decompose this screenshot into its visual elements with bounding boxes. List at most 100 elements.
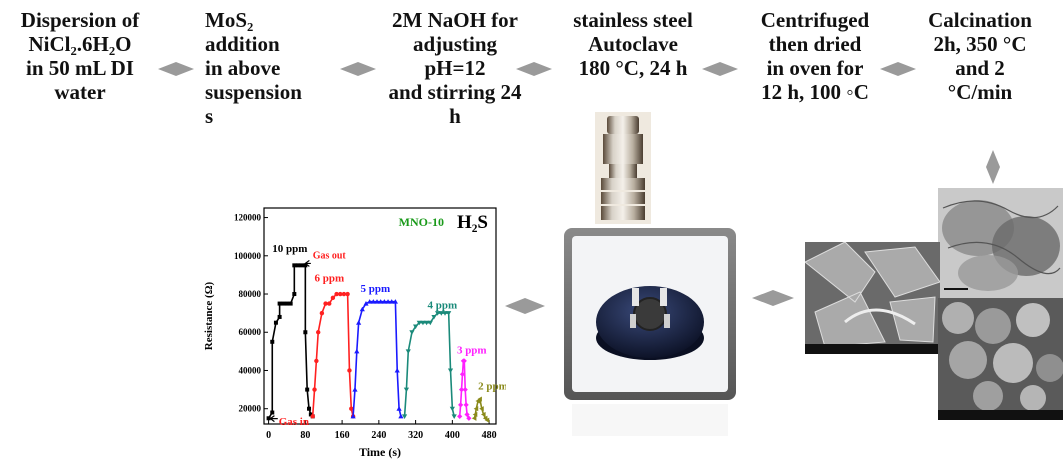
data-point xyxy=(471,415,477,421)
data-point xyxy=(416,320,422,326)
arrow-3-shape xyxy=(516,62,552,76)
data-point xyxy=(281,301,286,306)
data-point xyxy=(270,339,275,344)
data-point xyxy=(427,320,433,326)
tem-image xyxy=(938,188,1063,298)
data-point xyxy=(472,411,478,418)
data-point xyxy=(277,314,282,319)
data-point xyxy=(356,320,362,325)
arrow-2 xyxy=(340,62,376,76)
x-tick-label: 240 xyxy=(371,430,386,441)
sensor-pin-1 xyxy=(632,288,639,306)
tem-scale-bar xyxy=(944,288,968,290)
step-line: MoS₂ xyxy=(205,8,254,32)
sem-2-grain-3 xyxy=(1016,303,1050,337)
sem-2-grain-1 xyxy=(942,302,974,334)
step-line: in oven for xyxy=(766,56,864,80)
data-point xyxy=(330,295,336,301)
data-point xyxy=(409,330,415,335)
data-point xyxy=(303,263,308,268)
step-line: suspension xyxy=(205,80,302,104)
data-point xyxy=(312,387,317,392)
step-line: in above xyxy=(205,56,281,80)
step-line: water xyxy=(54,80,106,104)
sem-1-highlight xyxy=(844,308,916,326)
chart-annotation: 5 ppm xyxy=(360,283,390,295)
chart-title: H₂S xyxy=(457,212,488,233)
step-line: h xyxy=(449,104,461,128)
y-tick-label: 100000 xyxy=(234,251,262,261)
data-point xyxy=(420,320,426,326)
step-line: then dried xyxy=(768,32,862,56)
y-axis-label: Resistance (Ω) xyxy=(203,281,215,350)
data-point xyxy=(424,320,430,326)
data-point xyxy=(435,311,441,316)
chart-subtitle: MNO-10 xyxy=(399,215,444,229)
step-line: addition xyxy=(205,32,280,56)
data-point xyxy=(403,387,410,393)
data-point xyxy=(288,301,293,306)
data-point xyxy=(462,386,468,393)
data-point xyxy=(334,291,339,297)
step-line: 2M NaOH for xyxy=(392,8,518,32)
series-line xyxy=(352,300,402,417)
arrow-1-shape xyxy=(158,62,194,76)
series-line xyxy=(311,293,354,417)
sensor-photo xyxy=(564,228,736,436)
data-point xyxy=(314,358,319,364)
chart-annotation: 2 ppm xyxy=(478,381,506,393)
sem-2-grain-8 xyxy=(1020,385,1046,411)
step-line: Autoclave xyxy=(588,32,678,56)
data-point xyxy=(458,402,464,408)
chart-annotation: 3 ppm xyxy=(457,344,487,356)
data-point xyxy=(354,348,360,354)
data-point xyxy=(392,299,398,304)
step-line: stainless steel xyxy=(573,8,693,32)
data-point xyxy=(270,410,275,415)
data-point xyxy=(413,324,419,330)
x-tick-label: 400 xyxy=(445,430,460,441)
data-point xyxy=(345,291,350,297)
y-tick-label: 20000 xyxy=(239,404,262,414)
gas-out-arrow xyxy=(304,259,311,267)
x-tick-label: 480 xyxy=(482,430,497,441)
data-point xyxy=(323,301,328,306)
data-point xyxy=(405,349,411,354)
y-tick-label: 60000 xyxy=(239,327,262,337)
data-point xyxy=(385,299,391,304)
data-point xyxy=(350,413,356,419)
data-point xyxy=(295,263,300,268)
autoclave-cap xyxy=(607,116,639,134)
sensor-pin-2 xyxy=(660,288,667,306)
data-point xyxy=(277,301,282,306)
sem-2-grain-5 xyxy=(993,343,1033,383)
x-tick-label: 80 xyxy=(300,430,310,441)
data-point xyxy=(374,299,380,304)
arrow-sem-to-sensor xyxy=(752,290,794,306)
data-point xyxy=(477,396,482,402)
sem-2-info-bar xyxy=(938,410,1063,420)
data-point xyxy=(381,299,387,304)
sem-image-1 xyxy=(805,242,940,354)
data-point xyxy=(438,311,444,316)
data-point xyxy=(319,310,325,316)
data-point xyxy=(273,320,278,325)
data-point xyxy=(446,311,452,316)
step-line: Calcination xyxy=(928,8,1032,32)
tem-texture xyxy=(942,200,1061,275)
data-point xyxy=(480,411,486,418)
autoclave-base-ring-3 xyxy=(601,206,645,220)
data-point xyxy=(292,263,297,268)
data-point xyxy=(394,367,400,373)
x-axis-label: Time (s) xyxy=(359,445,401,459)
data-point xyxy=(463,402,469,408)
step-line: in 50 mL DI xyxy=(26,56,134,80)
arrow-3 xyxy=(516,62,552,76)
data-point xyxy=(396,406,402,411)
arrow-4 xyxy=(702,62,738,76)
sem-image-2 xyxy=(938,298,1063,420)
